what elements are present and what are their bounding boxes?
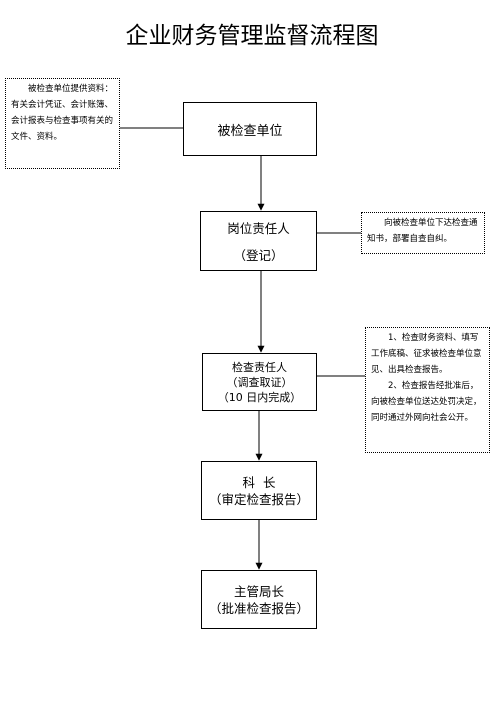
note-right-mid: 1、检查财务资料、填写工作底稿、征求被检查单位意见、出具检查报告。 2、检查报告…: [365, 327, 490, 453]
node-sublabel: （登记）: [233, 248, 284, 263]
node-section-chief: 科 长 （审定检查报告）: [201, 461, 317, 520]
note-right-top: 向被检查单位下达检查通知书，部署自查自纠。: [361, 212, 485, 254]
node-sublabel: （批准检查报告）: [208, 600, 309, 616]
page-title: 企业财务管理监督流程图: [125, 23, 379, 49]
node-label: 岗位责任人: [227, 221, 290, 236]
node-sublabel: （调查取证）: [226, 375, 293, 389]
node-inspected-unit: 被检查单位: [183, 102, 317, 156]
node-label: 主管局长: [233, 583, 284, 599]
node-sublabel: （审定检查报告）: [208, 491, 309, 507]
note-left: 被检查单位提供资料：有关会计凭证、会计账簿、会计报表与检查事项有关的文件、资料。: [5, 78, 120, 169]
node-director: 主管局长 （批准检查报告）: [201, 570, 317, 629]
node-label: 科 长: [242, 474, 276, 490]
node-label: 被检查单位: [217, 123, 283, 139]
node-post-responsible: 岗位责任人 （登记）: [200, 211, 317, 271]
node-sublabel: （10 日内完成）: [217, 390, 302, 404]
node-inspection-responsible: 检查责任人 （调查取证） （10 日内完成）: [202, 353, 317, 411]
node-label: 检查责任人: [232, 360, 287, 374]
